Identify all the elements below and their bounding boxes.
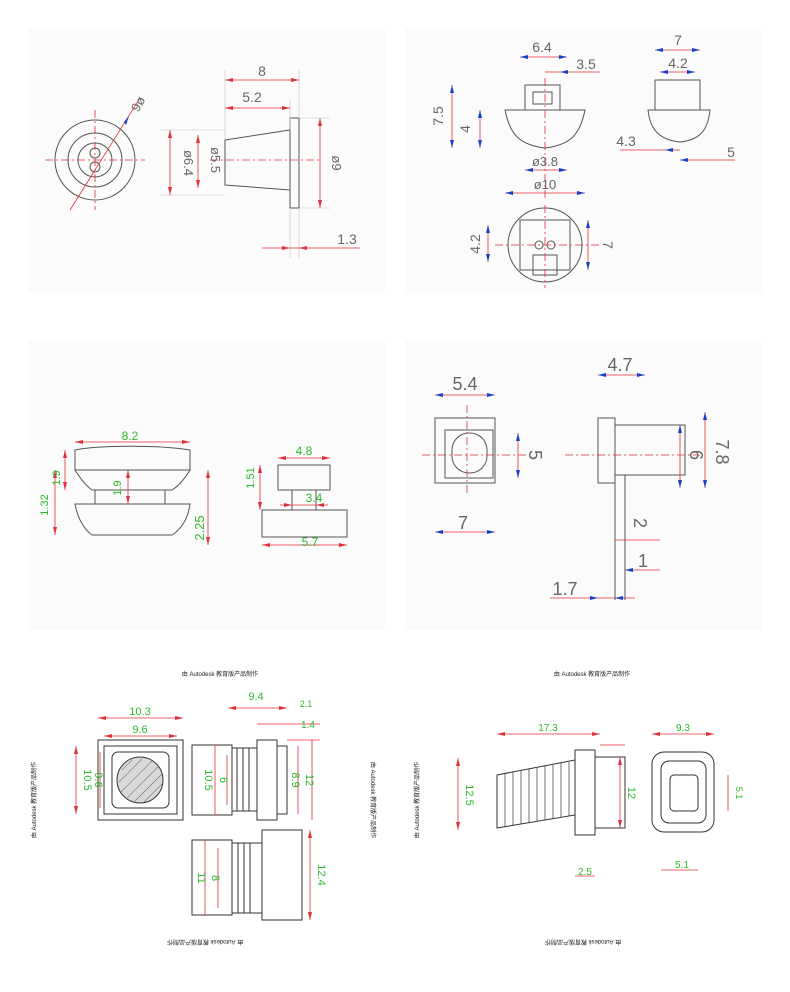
p4-dim-5: 5 — [525, 450, 545, 460]
p2-dim-5: 5 — [727, 144, 735, 160]
p3-dim-5-7: 5.7 — [302, 535, 319, 549]
p5-dim-12: 12 — [303, 774, 315, 786]
p2-dim-4-2: 4.2 — [668, 55, 688, 71]
watermark-top-left: 由 Autodesk 教育版产品制作 — [182, 670, 258, 678]
watermark-bottom-right: 由 Autodesk 教育版产品制作 — [545, 938, 621, 946]
p6-dim-12: 12 — [625, 787, 637, 799]
p1-dim-5-2: 5.2 — [242, 89, 262, 105]
p3-dim-1-51: 1.51 — [245, 467, 257, 488]
watermark-mid-left: 由 Autodesk 教育版产品制作 — [369, 762, 377, 838]
watermark-mid-right: 由 Autodesk 教育版产品制作 — [413, 762, 421, 838]
p2-dim-4: 4 — [457, 125, 473, 133]
p2-dim-10-dia: ø10 — [534, 177, 556, 192]
p1-dim-5-5: ø5.5 — [208, 147, 223, 173]
p5-dim-1-4: 1.4 — [301, 720, 315, 731]
p4-dim-6: 6 — [686, 450, 706, 460]
p5-dim-6: 6 — [217, 777, 229, 783]
p2-dim-3-8-dia: ø3.8 — [532, 154, 558, 169]
p5-dim-9-6: 9.6 — [132, 724, 147, 736]
p5-dim-10-5-b: 10.5 — [202, 769, 214, 790]
p2-dim-7-5: 7.5 — [430, 106, 446, 126]
panel-6-drawing: 17.3 9.3 12.5 12 2.5 5.1 5.1 — [456, 723, 744, 878]
panel-1-drawing: 8 5.2 9ø ø6.4 ø5.5 ø9 1.3 — [45, 63, 360, 258]
p2-dim-4-3: 4.3 — [616, 133, 636, 149]
p1-dim-9-dia: 9ø — [128, 93, 149, 114]
p4-dim-1-7: 1.7 — [552, 579, 577, 599]
p3-dim-4-8: 4.8 — [296, 444, 313, 458]
panel-2-drawing: 6.4 3.5 7 4.2 7.5 4 4.3 5 ø3.8 ø10 4.2 7 — [430, 32, 735, 288]
p6-dim-5-1-v: 5.1 — [734, 787, 744, 800]
p4-dim-4-7: 4.7 — [607, 355, 632, 375]
p1-dim-8: 8 — [258, 63, 266, 79]
p5-dim-8: 8 — [209, 875, 221, 881]
p3-dim-2-25: 2.25 — [192, 515, 207, 540]
p2-dim-6-4: 6.4 — [532, 39, 552, 55]
p5-dim-11: 11 — [195, 872, 207, 883]
p4-dim-7-8: 7.8 — [712, 439, 732, 464]
p1-dim-9: ø9 — [329, 155, 344, 170]
p5-dim-9-6-v: 9.6 — [92, 772, 104, 787]
p5-dim-12-4: 12.4 — [315, 864, 327, 885]
watermark-bottom-left: 由 Autodesk 教育版产品制作 — [167, 938, 243, 946]
p4-dim-7: 7 — [458, 513, 468, 533]
p1-dim-1-3: 1.3 — [337, 231, 357, 247]
ribbed-taper — [496, 759, 576, 829]
p4-dim-2: 2 — [630, 518, 650, 528]
p2-dim-7: 7 — [674, 32, 682, 48]
panel-5-drawing: 10.3 9.6 9.4 2.1 1.4 10.5 9.6 10.5 6 8.9… — [74, 691, 327, 921]
p3-dim-1-9-b: 1.9 — [112, 480, 124, 495]
p3-dim-8-2: 8.2 — [122, 429, 139, 443]
watermark-top-right: 由 Autodesk 教育版产品制作 — [554, 670, 630, 678]
p5-dim-10-5-a: 10.5 — [81, 769, 93, 790]
p6-dim-2-5: 2.5 — [578, 867, 592, 878]
p3-dim-3-4: 3.4 — [306, 491, 323, 505]
p5-dim-2-1: 2.1 — [300, 699, 313, 709]
p4-dim-1: 1 — [638, 551, 648, 571]
p6-dim-5-1-h: 5.1 — [675, 860, 689, 871]
panel-3-drawing: 8.2 1.9 1.9 1.32 2.25 4.8 1.51 3.4 5.7 — [39, 429, 348, 549]
hatched-circle — [116, 756, 164, 804]
p5-dim-10-3: 10.3 — [129, 706, 150, 718]
panel-4-drawing: 5.4 5 7 4.7 6 7.8 2 1 1.7 — [422, 355, 732, 600]
p4-dim-5-4: 5.4 — [452, 374, 477, 394]
watermark-left: 由 Autodesk 教育版产品制作 — [30, 762, 38, 838]
flange — [289, 117, 300, 209]
p2-dim-7-top: 7 — [600, 241, 616, 249]
p3-dim-1-32: 1.32 — [39, 494, 51, 515]
p2-dim-3-5: 3.5 — [576, 56, 596, 72]
top-tab — [524, 84, 561, 111]
p3-dim-1-9-a: 1.9 — [51, 470, 63, 485]
p5-dim-8-9: 8.9 — [289, 772, 301, 787]
p6-dim-12-5: 12.5 — [463, 784, 475, 805]
p5-dim-9-4: 9.4 — [248, 691, 263, 703]
p1-dim-6-4: ø6.4 — [181, 150, 196, 176]
p6-dim-17-3: 17.3 — [538, 723, 558, 734]
panel-1 — [28, 28, 385, 293]
p2-dim-4-2-top: 4.2 — [467, 234, 483, 254]
panel-4 — [405, 340, 762, 630]
outer-circle — [54, 119, 136, 201]
panel-3 — [28, 340, 385, 630]
p6-dim-9-3: 9.3 — [676, 723, 690, 734]
